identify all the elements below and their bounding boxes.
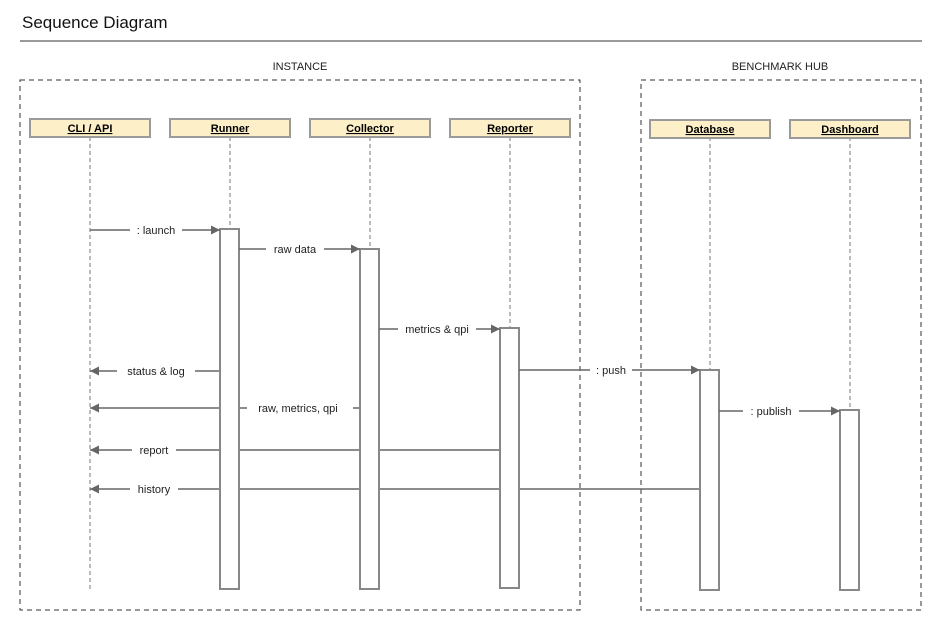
message-launch: : launch [90, 222, 220, 238]
group-hub-label: BENCHMARK HUB [732, 61, 829, 73]
participant-runner-box [169, 118, 291, 138]
message-publish-label-bg [743, 403, 799, 419]
activation-reporter [499, 327, 520, 589]
participant-cli-label: CLI / API [68, 123, 113, 135]
group-instance-frame [19, 79, 581, 611]
message-raw-data-label: raw data [274, 244, 317, 256]
message-raw-metrics-qpi-label-bg [247, 400, 353, 416]
participant-collector-label: Collector [346, 123, 394, 135]
participant-dashboard-label: Dashboard [821, 124, 878, 136]
participant-reporter: Reporter [449, 118, 571, 138]
participant-runner: Runner [169, 118, 291, 138]
message-history-label-bg [130, 481, 178, 497]
message-push-label-bg [590, 362, 632, 378]
participant-reporter-label: Reporter [487, 123, 534, 135]
message-raw-data-label-bg [266, 241, 324, 257]
message-raw-data: raw data [239, 241, 360, 257]
message-status-log: status & log [90, 363, 220, 379]
participant-collector-box [309, 118, 431, 138]
message-history: history [90, 481, 700, 497]
participant-cli: CLI / API [29, 118, 151, 138]
message-publish: : publish [719, 403, 840, 419]
participant-dashboard: Dashboard [789, 119, 911, 139]
message-report: report [90, 442, 500, 458]
activation-dashboard [839, 409, 860, 591]
participant-cli-box [29, 118, 151, 138]
message-metrics-qpi-label-bg [398, 321, 476, 337]
message-launch-label: : launch [137, 225, 176, 237]
participant-runner-label: Runner [211, 123, 250, 135]
message-status-log-label-bg [117, 363, 195, 379]
group-hub-frame [640, 79, 922, 611]
message-report-label: report [140, 445, 169, 457]
activation-database [699, 369, 720, 591]
message-publish-label: : publish [751, 406, 792, 418]
participant-database: Database [649, 119, 771, 139]
message-push: : push [519, 362, 700, 378]
participant-database-box [649, 119, 771, 139]
group-instance-label: INSTANCE [273, 61, 328, 73]
activation-collector [359, 248, 380, 590]
diagram-title: Sequence Diagram [22, 13, 168, 32]
message-status-log-label: status & log [127, 366, 184, 378]
title-divider [20, 40, 922, 42]
message-launch-label-bg [130, 222, 182, 238]
message-metrics-qpi-label: metrics & qpi [405, 324, 469, 336]
participant-database-label: Database [686, 124, 735, 136]
participant-collector: Collector [309, 118, 431, 138]
participant-dashboard-box [789, 119, 911, 139]
message-metrics-qpi: metrics & qpi [379, 321, 500, 337]
message-push-label: : push [596, 365, 626, 377]
activation-runner [219, 228, 240, 590]
message-raw-metrics-qpi-label: raw, metrics, qpi [258, 403, 337, 415]
participant-reporter-box [449, 118, 571, 138]
message-history-label: history [138, 484, 171, 496]
message-report-label-bg [132, 442, 176, 458]
